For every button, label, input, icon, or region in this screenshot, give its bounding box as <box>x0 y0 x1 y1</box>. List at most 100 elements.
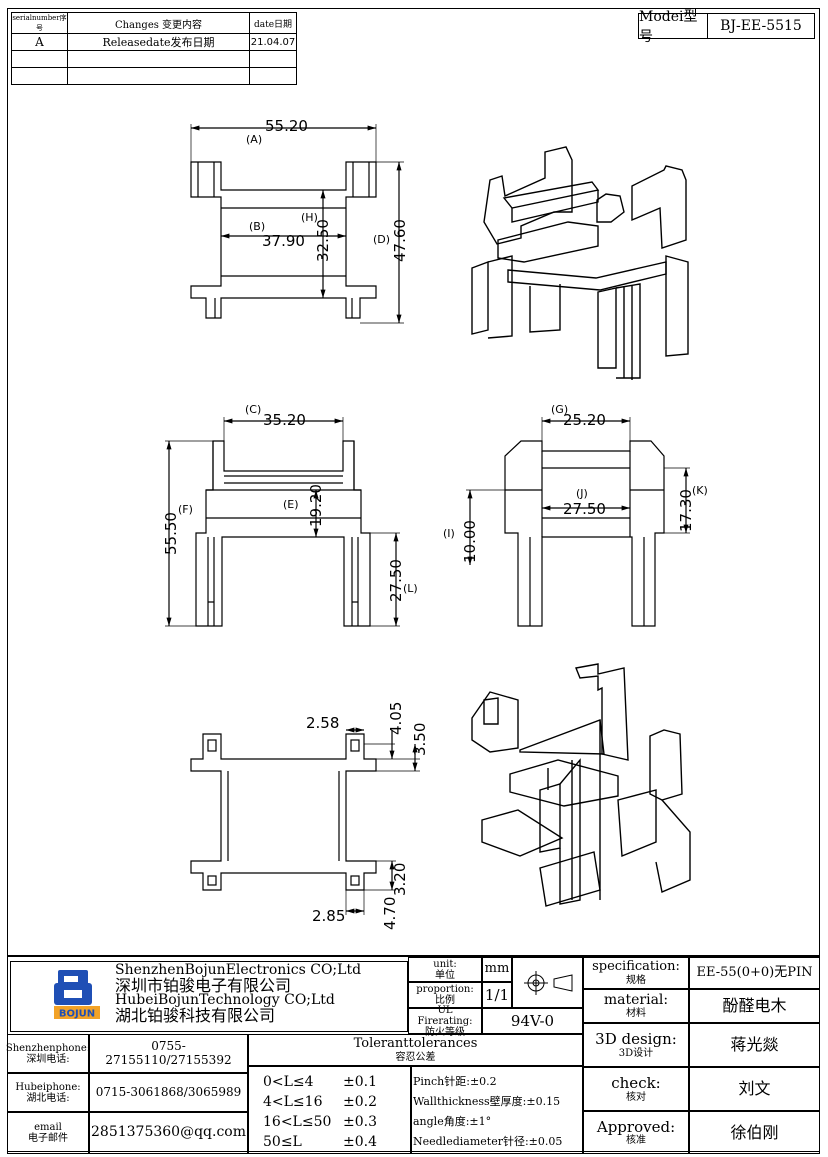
dim-j-tag: (J) <box>576 487 588 500</box>
tol-note-1: Pinch针距:±0.2 <box>413 1075 497 1088</box>
proportion-label: proportion: <box>416 984 474 995</box>
dim-a-tag: (A) <box>246 133 262 146</box>
design-label: 3D design: <box>595 1030 677 1049</box>
dim-b-value: 37.90 <box>262 232 305 250</box>
dim-bottom-258: 2.58 <box>306 714 339 732</box>
dim-l-tag: (L) <box>403 582 418 595</box>
spec-value: EE-55(0+0)无PIN <box>689 957 820 989</box>
model-box: Modei型号 BJ-EE-5515 <box>638 9 815 45</box>
dim-j-value: 27.50 <box>563 500 606 518</box>
tol-value-3: ±0.3 <box>343 1114 377 1130</box>
proportion-label-cn: 比例 <box>435 995 455 1006</box>
design-label-cell: 3D design: 3D设计 <box>583 1023 689 1067</box>
bottom-view <box>190 727 420 915</box>
tol-note-2: Wallthickness壁厚度:±0.15 <box>413 1095 561 1108</box>
tol-range-1: 0<L≤4 <box>263 1074 314 1090</box>
tolerance-ranges: 0<L≤4 4<L≤16 16<L≤50 50≤L <box>263 1072 331 1152</box>
bojun-logo: BOJUN <box>52 968 102 1020</box>
iso-view-bottom <box>471 663 691 907</box>
ul-value: 94V-0 <box>482 1008 583 1034</box>
unit-label: unit: <box>433 958 457 970</box>
dim-bottom-285: 2.85 <box>312 907 345 925</box>
dim-bottom-470: 4.70 <box>381 897 399 930</box>
material-label-cn: 材料 <box>626 1008 646 1020</box>
rev-row-3-date <box>249 67 297 85</box>
sz-phone-label-cell: Shenzhenphone: 深圳电话: <box>5 1034 91 1073</box>
approved-value: 徐伯刚 <box>689 1111 820 1154</box>
proportion-value: 1/1 <box>482 982 512 1008</box>
dim-h-tag: (H) <box>301 211 318 224</box>
drawing-frame <box>7 8 820 1152</box>
tol-note-4: Needlediameter针径:±0.05 <box>413 1135 563 1148</box>
projection-icon <box>523 970 572 995</box>
email-label-cn: 电子邮件 <box>28 1133 68 1144</box>
check-label: check: <box>611 1074 661 1093</box>
tolerance-title-cn: 容忍公差 <box>395 1051 436 1063</box>
material-value: 酚醛电木 <box>689 989 820 1023</box>
spec-label: specification: <box>592 959 680 975</box>
approved-label: Approved: <box>596 1117 676 1136</box>
ul-label-cn: 防火等级 <box>425 1026 465 1038</box>
design-label-cn: 3D设计 <box>618 1047 654 1059</box>
approved-label-cn: 核准 <box>626 1135 646 1147</box>
dim-a-value: 55.20 <box>265 117 308 135</box>
tol-note-3: angle角度:±1° <box>413 1115 492 1128</box>
iso-view-top <box>471 146 689 380</box>
logo-mark: BOJUN <box>54 970 100 1020</box>
email-value: 2851375360@qq.com <box>89 1112 248 1154</box>
revision-table: serialnumber序号 Changes 变更内容 date日期 A Rel… <box>11 12 297 85</box>
dim-d-value: 47.60 <box>391 219 409 262</box>
tol-value-1: ±0.1 <box>343 1074 377 1090</box>
dim-bottom-350: 3.50 <box>411 723 429 756</box>
technical-drawing: 55.20 (A) 37.90 (B) 32.50 (H) 47.60 (D) … <box>162 117 708 930</box>
dim-bottom-405: 4.05 <box>387 702 405 735</box>
tolerance-title: Toleranttolerances <box>353 1036 478 1052</box>
dim-d-tag: (D) <box>373 233 390 246</box>
dim-k-value: 17.30 <box>677 489 695 532</box>
spec-label-cn: 规格 <box>626 974 646 986</box>
check-label-cn: 核对 <box>626 1091 646 1103</box>
email-label: email <box>34 1122 62 1133</box>
front-view <box>165 417 400 627</box>
ul-label: UL Firerating: <box>417 1004 473 1027</box>
model-value: BJ-EE-5515 <box>720 18 802 34</box>
tol-value-2: ±0.2 <box>343 1094 377 1110</box>
hb-phone-label: Hubeiphone: <box>15 1081 81 1093</box>
unit-label-cn: 单位 <box>435 969 455 981</box>
tolerance-title-cell: Toleranttolerances 容忍公差 <box>248 1034 583 1066</box>
dim-c-value: 35.20 <box>263 411 306 429</box>
title-block: ShenzhenBojunElectronics CO;Ltd 深圳市铂骏电子有… <box>5 955 820 1154</box>
dim-e-tag: (E) <box>283 498 299 511</box>
projection-symbol <box>512 957 583 1008</box>
check-value: 刘文 <box>689 1067 820 1111</box>
dim-f-value: 55.50 <box>162 512 180 555</box>
tol-range-3: 16<L≤50 <box>263 1114 332 1130</box>
dim-i-tag: (I) <box>443 527 455 540</box>
company-border <box>10 961 408 1032</box>
design-value: 蒋光燚 <box>689 1023 820 1067</box>
logo-text: BOJUN <box>59 1009 95 1020</box>
dim-i-value: 10.00 <box>461 520 479 563</box>
dim-f-tag: (F) <box>178 503 193 516</box>
dim-k-tag: (K) <box>692 484 708 497</box>
hb-phone-label-cn: 湖北电话: <box>26 1092 70 1104</box>
tolerance-values: ±0.1 ±0.2 ±0.3 ±0.4 <box>343 1072 377 1152</box>
dim-e-value: 19.20 <box>307 484 325 527</box>
proportion-label-cell: proportion: 比例 <box>408 982 482 1008</box>
dim-bottom-320: 3.20 <box>391 863 409 896</box>
tol-value-4: ±0.4 <box>343 1134 377 1150</box>
top-view <box>190 124 404 324</box>
company-en-1: ShenzhenBojunElectronics CO;Ltd <box>115 962 362 978</box>
sz-phone-label-cn: 深圳电话: <box>26 1053 70 1065</box>
side-view <box>466 417 690 627</box>
unit-label-cell: unit: 单位 <box>408 957 482 982</box>
dim-b-tag: (B) <box>249 220 265 233</box>
tol-range-4: 50≤L <box>263 1134 302 1150</box>
tolerance-ranges-cell <box>248 1066 411 1154</box>
tolerance-notes: Pinch针距:±0.2 Wallthickness壁厚度:±0.15 angl… <box>413 1072 562 1152</box>
unit-value: mm <box>482 957 512 982</box>
spec-label-cell: specification: 规格 <box>583 957 689 989</box>
sz-phone-label: Shenzhenphone: <box>5 1042 91 1054</box>
material-label: material: <box>603 991 669 1008</box>
dim-c-tag: (C) <box>245 403 261 416</box>
